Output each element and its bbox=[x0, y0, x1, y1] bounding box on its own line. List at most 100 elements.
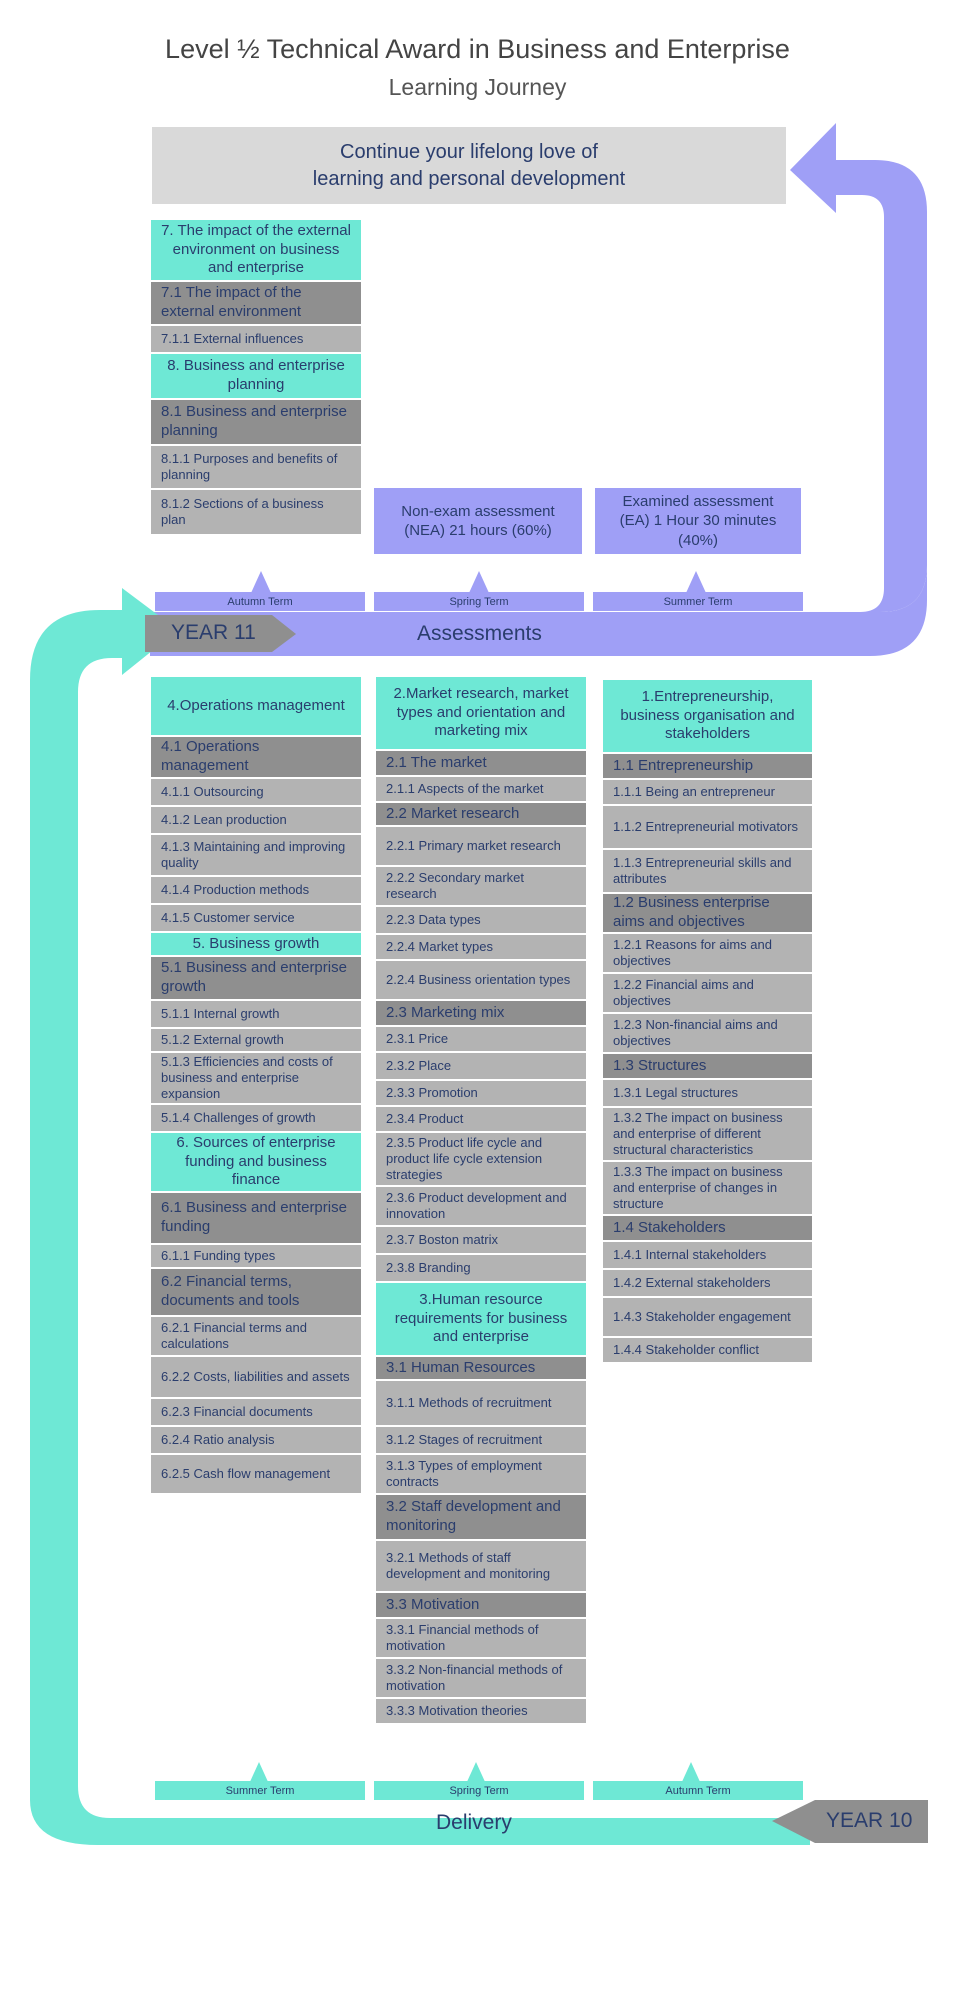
year10-term-spring: Spring Term bbox=[374, 1781, 584, 1800]
topic-item: 1.2.2 Financial aims and objectives bbox=[603, 974, 812, 1012]
lifelong-line-2: learning and personal development bbox=[312, 167, 626, 190]
topic-item: 3.2.1 Methods of staff development and m… bbox=[376, 1541, 586, 1591]
topic-item: 3.1.2 Stages of recruitment bbox=[376, 1427, 586, 1453]
topic-item: 1.1.2 Entrepreneurial motivators bbox=[603, 806, 812, 848]
topic-heading: 6. Sources of enterprise funding and bus… bbox=[151, 1133, 361, 1191]
topic-item: 4.1.5 Customer service bbox=[151, 905, 361, 931]
topic-item: 5.1.3 Efficiencies and costs of business… bbox=[151, 1053, 361, 1103]
topic-item: 7.1.1 External influences bbox=[151, 326, 361, 352]
year11-term-autumn: Autumn Term bbox=[155, 592, 365, 611]
topic-item: 2.2.4 Market types bbox=[376, 935, 586, 959]
topic-item: 1.4.4 Stakeholder conflict bbox=[603, 1338, 812, 1362]
subtopic-heading: 6.1 Business and enterprise funding bbox=[151, 1193, 361, 1243]
topic-item: 1.2.1 Reasons for aims and objectives bbox=[603, 934, 812, 972]
subtopic-heading: 2.1 The market bbox=[376, 751, 586, 775]
nea-line-2: (NEA) 21 hours (60%) bbox=[404, 522, 552, 539]
topic-item: 2.2.4 Business orientation types bbox=[376, 961, 586, 999]
year11-term-spring: Spring Term bbox=[374, 592, 584, 611]
topic-item: 4.1.2 Lean production bbox=[151, 807, 361, 833]
topic-item: 2.2.2 Secondary market research bbox=[376, 867, 586, 905]
topic-heading: 8. Business and enterprise planning bbox=[151, 354, 361, 398]
subtopic-heading: 2.3 Marketing mix bbox=[376, 1001, 586, 1025]
subtopic-heading: 1.2 Business enterprise aims and objecti… bbox=[603, 894, 812, 932]
topic-item: 6.2.5 Cash flow management bbox=[151, 1455, 361, 1493]
topic-item: 2.3.6 Product development and innovation bbox=[376, 1187, 586, 1225]
topic-item: 4.1.3 Maintaining and improving quality bbox=[151, 835, 361, 875]
topic-item: 1.3.1 Legal structures bbox=[603, 1080, 812, 1106]
subtopic-heading: 3.1 Human Resources bbox=[376, 1357, 586, 1379]
subtopic-heading: 7.1 The impact of the external environme… bbox=[151, 282, 361, 324]
ea-line-2: (EA) 1 Hour 30 minutes bbox=[619, 512, 777, 530]
purple-arrow-band bbox=[150, 123, 927, 612]
topic-item: 2.3.5 Product life cycle and product lif… bbox=[376, 1133, 586, 1185]
topic-item: 4.1.4 Production methods bbox=[151, 877, 361, 903]
topic-item: 1.2.3 Non-financial aims and objectives bbox=[603, 1014, 812, 1052]
topic-item: 1.4.1 Internal stakeholders bbox=[603, 1242, 812, 1268]
topic-item: 6.2.3 Financial documents bbox=[151, 1399, 361, 1425]
topic-item: 1.3.3 The impact on business and enterpr… bbox=[603, 1162, 812, 1214]
assessments-band-label: Assessments bbox=[417, 622, 542, 645]
nea-line-1: Non-exam assessment bbox=[401, 502, 555, 520]
topic-item: 5.1.4 Challenges of growth bbox=[151, 1105, 361, 1131]
year10-right-column: 1.Entrepreneurship, business organisatio… bbox=[603, 680, 812, 1362]
term-pointer bbox=[686, 571, 706, 593]
subtopic-heading: 8.1 Business and enterprise planning bbox=[151, 400, 361, 444]
topic-item: 4.1.1 Outsourcing bbox=[151, 779, 361, 805]
lifelong-line-1: Continue your lifelong love of bbox=[340, 140, 598, 163]
topic-heading: 5. Business growth bbox=[151, 933, 361, 955]
topic-item: 3.3.1 Financial methods of motivation bbox=[376, 1619, 586, 1657]
subtopic-heading: 3.2 Staff development and monitoring bbox=[376, 1495, 586, 1539]
term-pointer bbox=[466, 1762, 486, 1784]
topic-heading: 3.Human resource requirements for busine… bbox=[376, 1283, 586, 1355]
topic-item: 3.1.3 Types of employment contracts bbox=[376, 1455, 586, 1493]
topic-item: 2.3.2 Place bbox=[376, 1053, 586, 1079]
page-title: Level ½ Technical Award in Business and … bbox=[165, 34, 790, 64]
ea-line-1: Examined assessment bbox=[622, 492, 774, 510]
topic-heading: 2.Market research, market types and orie… bbox=[376, 677, 586, 749]
topic-item: 2.3.4 Product bbox=[376, 1107, 586, 1131]
topic-item: 6.2.4 Ratio analysis bbox=[151, 1427, 361, 1453]
topic-item: 6.2.2 Costs, liabilities and assets bbox=[151, 1357, 361, 1397]
topic-item: 1.1.1 Being an entrepreneur bbox=[603, 780, 812, 804]
year10-term-autumn: Autumn Term bbox=[593, 1781, 803, 1800]
term-pointer bbox=[249, 1762, 269, 1784]
topic-item: 5.1.1 Internal growth bbox=[151, 1001, 361, 1027]
topic-item: 2.2.1 Primary market research bbox=[376, 827, 586, 865]
year11-topics-column: 7. The impact of the external environmen… bbox=[151, 220, 361, 534]
term-pointer bbox=[251, 571, 271, 593]
topic-item: 2.3.7 Boston matrix bbox=[376, 1227, 586, 1253]
topic-heading: 1.Entrepreneurship, business organisatio… bbox=[603, 680, 812, 752]
year10-middle-column: 2.Market research, market types and orie… bbox=[376, 677, 586, 1723]
topic-heading: 7. The impact of the external environmen… bbox=[151, 220, 361, 280]
topic-item: 8.1.2 Sections of a business plan bbox=[151, 490, 361, 534]
lifelong-learning-box: Continue your lifelong love of learning … bbox=[152, 127, 786, 204]
ea-line-3: (40%) bbox=[677, 531, 718, 549]
topic-item: 6.2.1 Financial terms and calculations bbox=[151, 1317, 361, 1355]
topic-item: 2.3.8 Branding bbox=[376, 1255, 586, 1281]
subtopic-heading: 1.4 Stakeholders bbox=[603, 1216, 812, 1240]
delivery-band-label: Delivery bbox=[436, 1811, 512, 1834]
year10-label: YEAR 10 bbox=[826, 1809, 913, 1832]
purple-arrow-band-lower bbox=[150, 565, 927, 656]
term-pointer bbox=[681, 1762, 701, 1784]
topic-item: 6.1.1 Funding types bbox=[151, 1245, 361, 1267]
year11-term-summer: Summer Term bbox=[593, 592, 803, 611]
topic-heading: 4.Operations management bbox=[151, 677, 361, 735]
year10-term-summer: Summer Term bbox=[155, 1781, 365, 1800]
topic-item: 1.4.3 Stakeholder engagement bbox=[603, 1298, 812, 1336]
topic-item: 3.3.2 Non-financial methods of motivatio… bbox=[376, 1659, 586, 1697]
term-pointer bbox=[469, 571, 489, 593]
topic-item: 2.1.1 Aspects of the market bbox=[376, 777, 586, 801]
year10-chevron-shape bbox=[772, 1800, 928, 1843]
subtopic-heading: 6.2 Financial terms, documents and tools bbox=[151, 1269, 361, 1315]
subtopic-heading: 2.2 Market research bbox=[376, 803, 586, 825]
ea-assessment-box: Examined assessment (EA) 1 Hour 30 minut… bbox=[595, 488, 801, 554]
subtopic-heading: 1.3 Structures bbox=[603, 1054, 812, 1078]
topic-item: 2.3.1 Price bbox=[376, 1027, 586, 1051]
topic-item: 1.3.2 The impact on business and enterpr… bbox=[603, 1108, 812, 1160]
subtopic-heading: 1.1 Entrepreneurship bbox=[603, 754, 812, 778]
subtopic-heading: 3.3 Motivation bbox=[376, 1593, 586, 1617]
subtopic-heading: 4.1 Operations management bbox=[151, 737, 361, 777]
